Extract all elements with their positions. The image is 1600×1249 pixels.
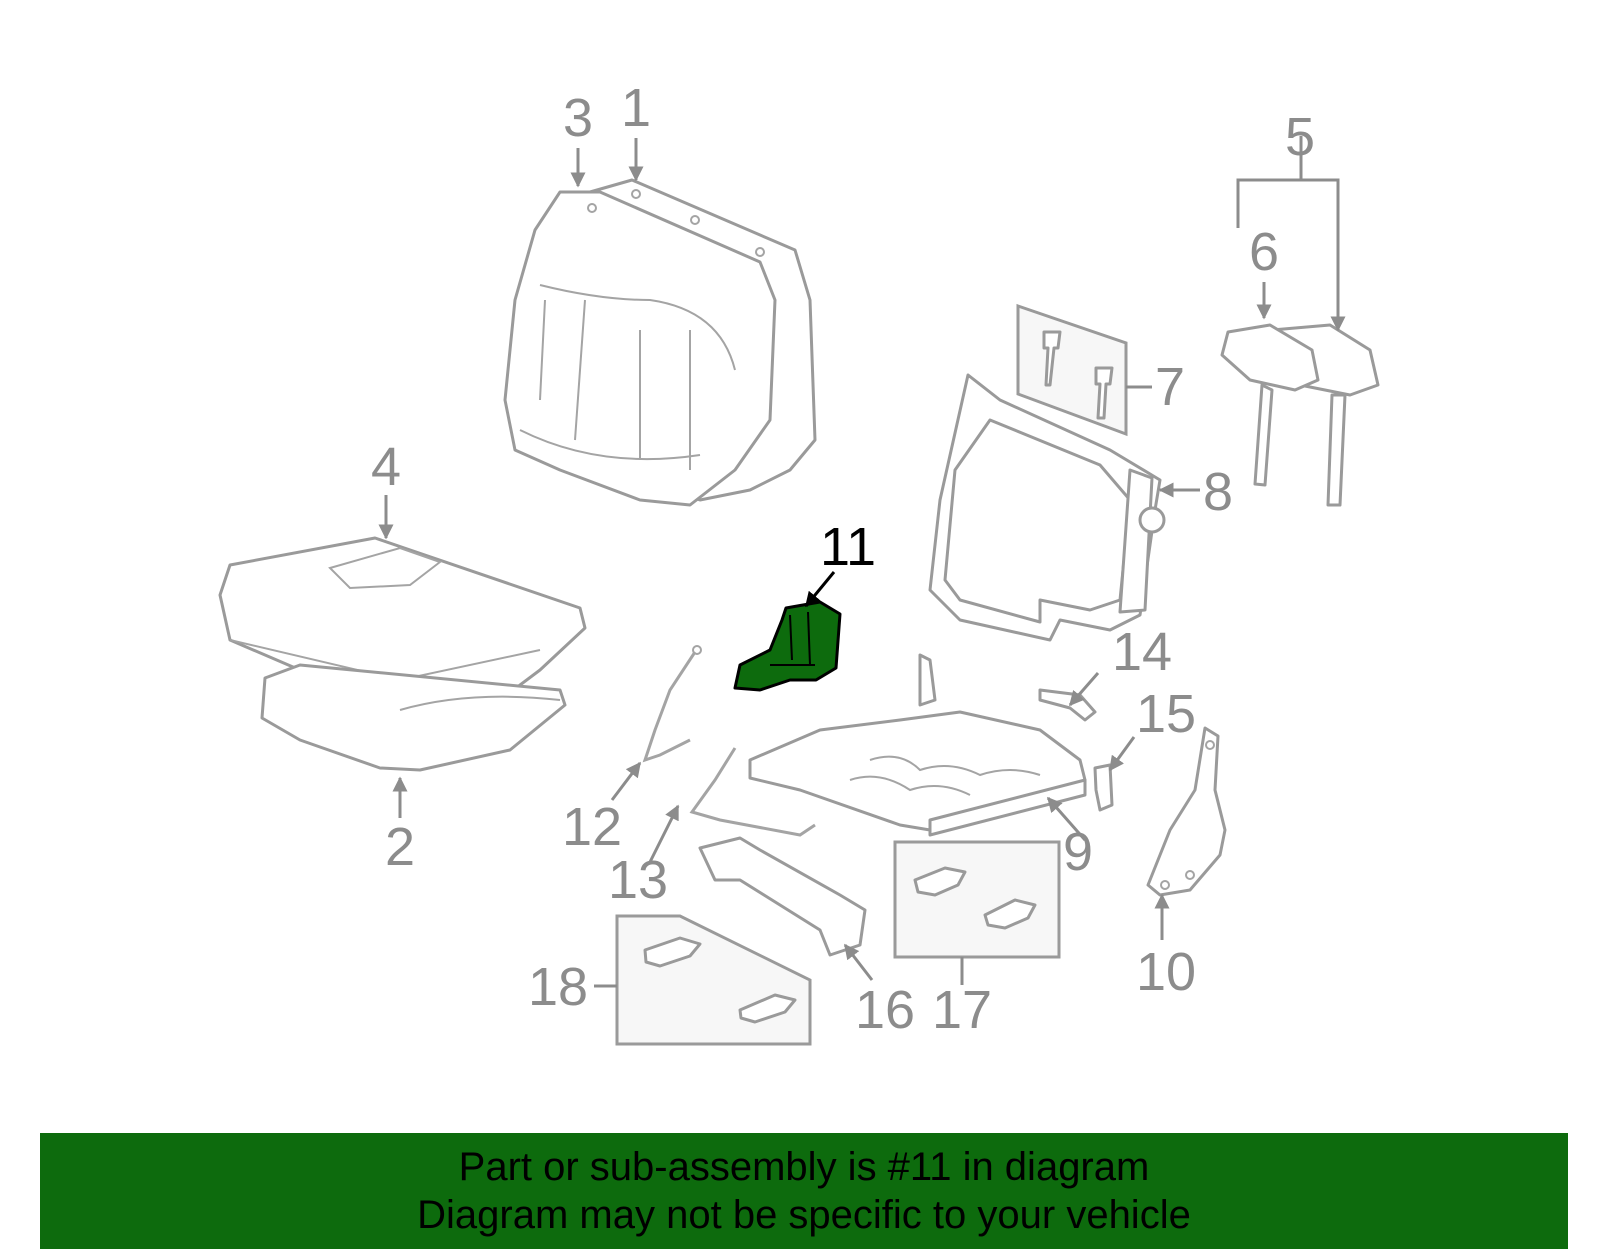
callout-7: 7: [1155, 357, 1185, 417]
callout-15: 15: [1136, 684, 1196, 744]
seat-back-part: [503, 178, 817, 507]
bolts-box-part: [1016, 303, 1128, 437]
banner-line-2: Diagram may not be specific to your vehi…: [417, 1193, 1191, 1237]
leader-lines: [378, 136, 1346, 988]
callout-12: 12: [562, 797, 622, 857]
seat-cushion-frame-part: [748, 653, 1087, 837]
callout-9: 9: [1063, 822, 1093, 882]
part-15: [1093, 763, 1114, 812]
callout-1: 1: [621, 78, 651, 138]
seat-back-frame-part: [928, 373, 1166, 642]
callout-3: 3: [563, 88, 593, 148]
callout-2: 2: [385, 817, 415, 877]
callout-10: 10: [1136, 942, 1196, 1002]
cable-12-part: [642, 645, 702, 763]
callout-14: 14: [1112, 622, 1172, 682]
parts-diagram: 3 1 5 6 7 4 8 11 14 15 12 2 9 13 10 18 1…: [218, 78, 1380, 1046]
callout-labels: 3 1 5 6 7 4 8 11 14 15 12 2 9 13 10 18 1…: [371, 78, 1315, 1040]
part-11-highlighted: [733, 600, 842, 692]
callout-4: 4: [371, 437, 401, 497]
callout-13: 13: [608, 850, 668, 910]
part-14: [1038, 688, 1097, 722]
callout-18: 18: [528, 957, 588, 1017]
part-18-box: [615, 914, 812, 1046]
part-10-bracket: [1146, 726, 1227, 897]
callout-6: 6: [1249, 222, 1279, 282]
banner-line-1: Part or sub-assembly is #11 in diagram: [458, 1145, 1150, 1189]
callout-8: 8: [1203, 462, 1233, 522]
callout-17: 17: [932, 980, 992, 1040]
callout-11: 11: [820, 517, 876, 577]
part-17-box: [893, 840, 1061, 959]
headrest-part: [1220, 323, 1380, 507]
slide-rail-part: [698, 836, 867, 957]
info-banner: Part or sub-assembly is #11 in diagram D…: [40, 1133, 1568, 1249]
callout-5: 5: [1285, 107, 1315, 167]
seat-cushion-pad-part: [260, 663, 567, 772]
callout-16: 16: [855, 980, 915, 1040]
cable-13-part: [689, 747, 816, 837]
